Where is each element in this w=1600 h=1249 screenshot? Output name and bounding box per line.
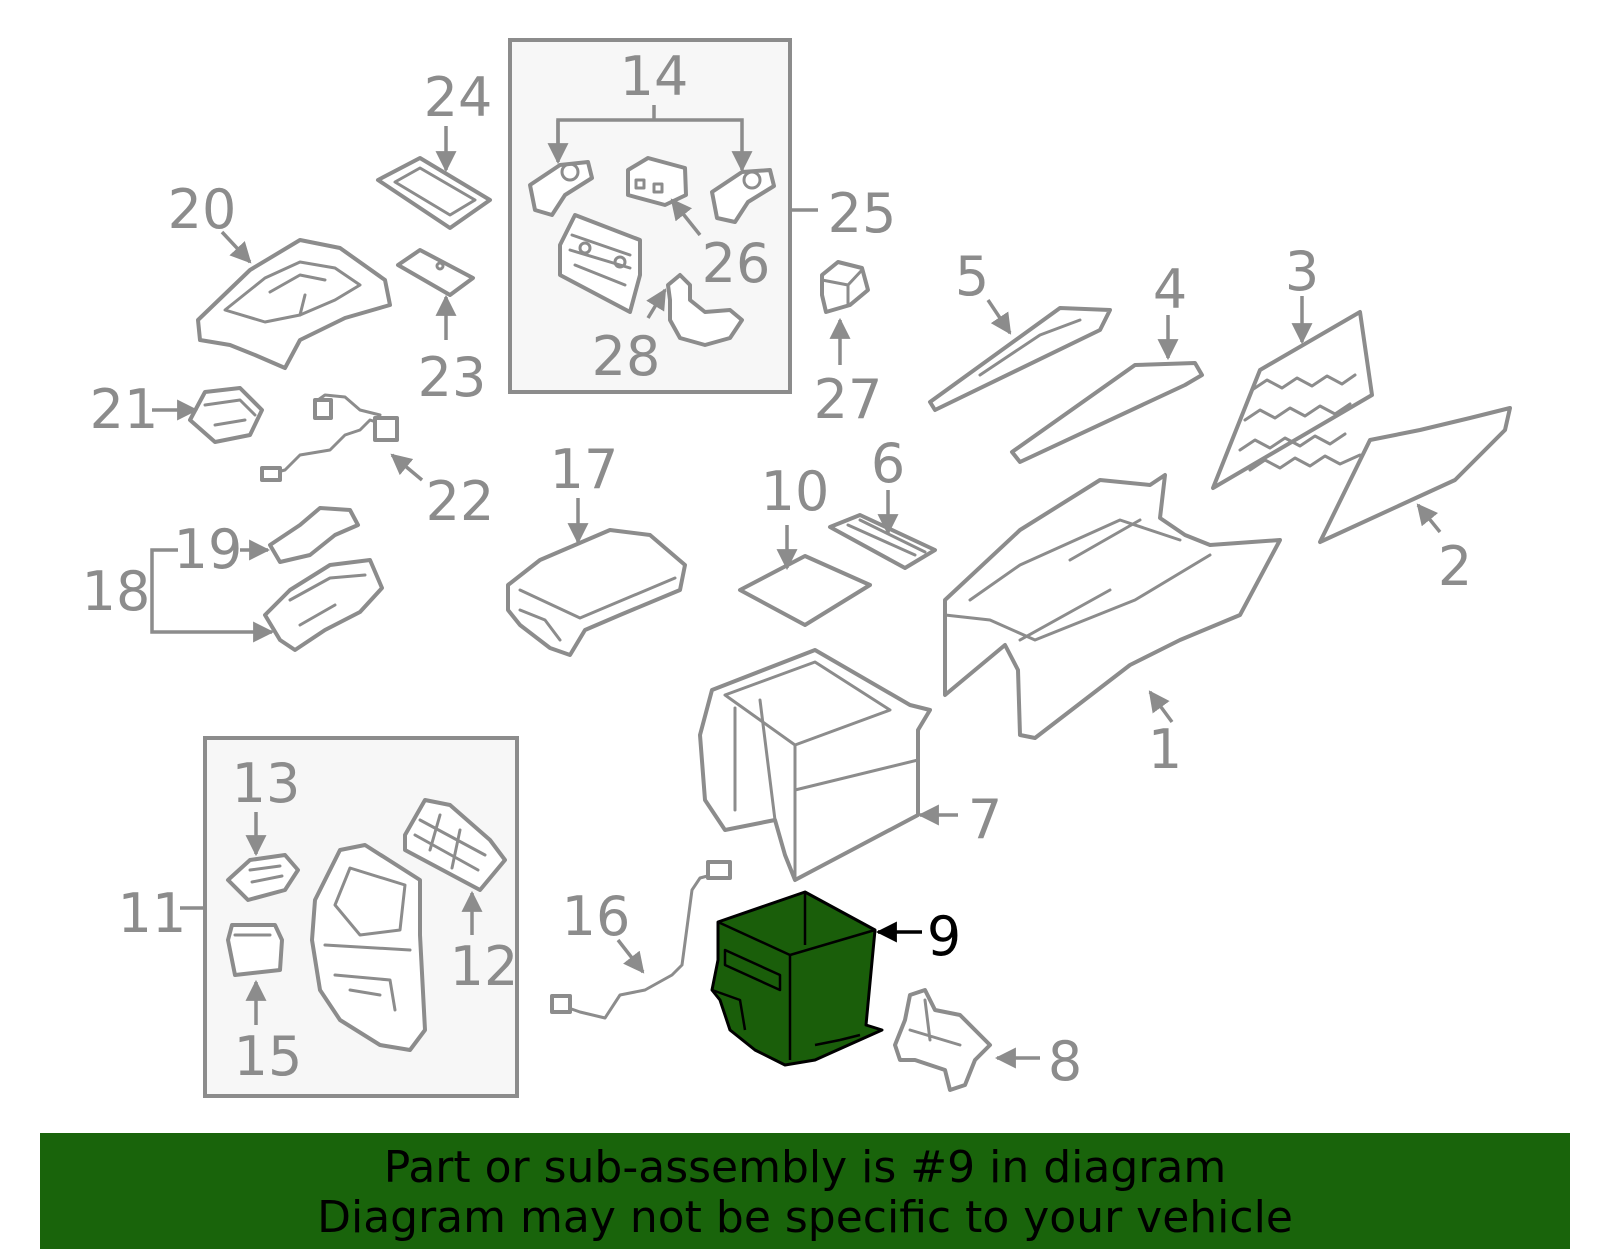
part-21-switch xyxy=(188,386,264,444)
callout-28: 28 xyxy=(592,325,661,388)
part-16-cable xyxy=(550,860,732,1020)
part-15-switch xyxy=(226,923,284,977)
callout-8: 8 xyxy=(1048,1030,1082,1093)
part-4-trim xyxy=(1010,361,1204,464)
callout-10: 10 xyxy=(761,460,830,523)
callout-19: 19 xyxy=(174,518,243,581)
callout-2: 2 xyxy=(1438,535,1472,598)
part-9-storage-box xyxy=(710,890,884,1067)
part-20-shifter-bezel xyxy=(196,238,392,370)
callout-20: 20 xyxy=(168,178,237,241)
callout-4: 4 xyxy=(1153,258,1187,321)
callout-26: 26 xyxy=(702,232,771,295)
part-10-mat xyxy=(738,554,872,627)
callout-labels: 1 2 3 4 5 6 7 8 9 10 11 12 13 14 15 16 1… xyxy=(82,45,1473,1093)
info-banner: Part or sub-assembly is #9 in diagram Di… xyxy=(40,1133,1570,1249)
callout-6: 6 xyxy=(871,432,905,495)
part-14-switch-left xyxy=(528,160,594,217)
part-8-bracket xyxy=(893,988,992,1092)
kit-box-25 xyxy=(508,38,792,394)
part-25-climate-panel xyxy=(558,213,642,314)
callout-17: 17 xyxy=(550,438,619,501)
callout-23: 23 xyxy=(418,346,487,409)
part-11-panel xyxy=(310,843,427,1052)
callout-9: 9 xyxy=(927,905,961,968)
part-19-mat xyxy=(268,506,360,564)
part-5-trim xyxy=(928,306,1112,412)
part-3-panel xyxy=(1211,310,1374,490)
callout-12: 12 xyxy=(450,935,519,998)
callout-16: 16 xyxy=(562,885,631,948)
part-23-pad xyxy=(396,248,475,297)
part-28-bracket xyxy=(666,273,744,347)
part-12-vent xyxy=(403,798,507,892)
banner-line-1: Part or sub-assembly is #9 in diagram xyxy=(383,1142,1227,1193)
part-13-switch xyxy=(226,853,300,902)
part-17-armrest xyxy=(506,528,687,657)
callout-21: 21 xyxy=(90,378,159,441)
callout-5: 5 xyxy=(955,245,989,308)
part-6-grille xyxy=(828,513,937,570)
leader-lines xyxy=(150,105,1442,1069)
part-1-console xyxy=(943,473,1282,740)
part-26-switch xyxy=(626,156,688,207)
part-24-pad xyxy=(376,156,492,230)
callout-18: 18 xyxy=(82,560,151,623)
callout-7: 7 xyxy=(968,788,1002,851)
callout-11: 11 xyxy=(118,882,187,945)
callout-24: 24 xyxy=(424,66,493,129)
callout-22: 22 xyxy=(426,470,495,533)
callout-15: 15 xyxy=(234,1025,303,1088)
callout-25: 25 xyxy=(828,182,897,245)
callout-27: 27 xyxy=(814,368,883,431)
part-22-harness xyxy=(260,393,399,482)
callout-14: 14 xyxy=(620,45,689,108)
part-18-tray xyxy=(263,558,384,652)
callout-1: 1 xyxy=(1148,718,1182,781)
part-27-clip xyxy=(820,260,870,314)
part-7-frame xyxy=(698,648,932,882)
part-2-panel xyxy=(1318,406,1512,544)
callout-13: 13 xyxy=(232,752,301,815)
callout-3: 3 xyxy=(1285,240,1319,303)
banner-line-2: Diagram may not be specific to your vehi… xyxy=(317,1192,1293,1243)
